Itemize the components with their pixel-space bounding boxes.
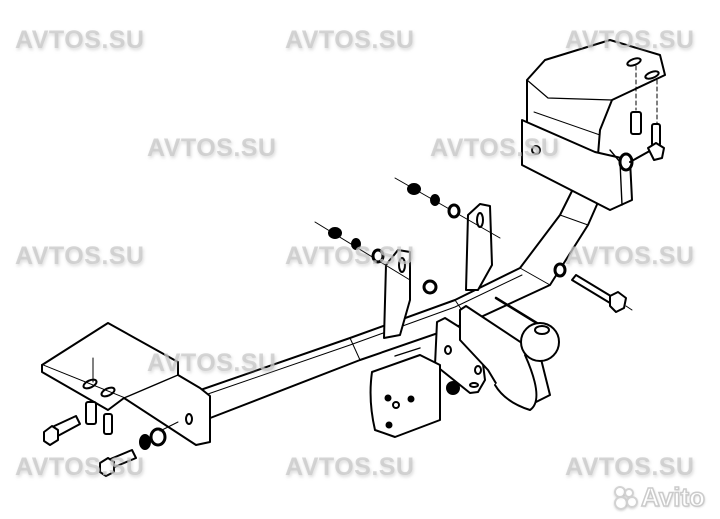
socket-plate [369,347,460,438]
center-tabs [314,177,567,339]
right-mounting-bracket [521,39,666,211]
left-mounting-bracket [41,322,211,446]
side-bolt [571,274,633,313]
left-bolts [43,401,179,477]
ball-mount [434,296,560,411]
